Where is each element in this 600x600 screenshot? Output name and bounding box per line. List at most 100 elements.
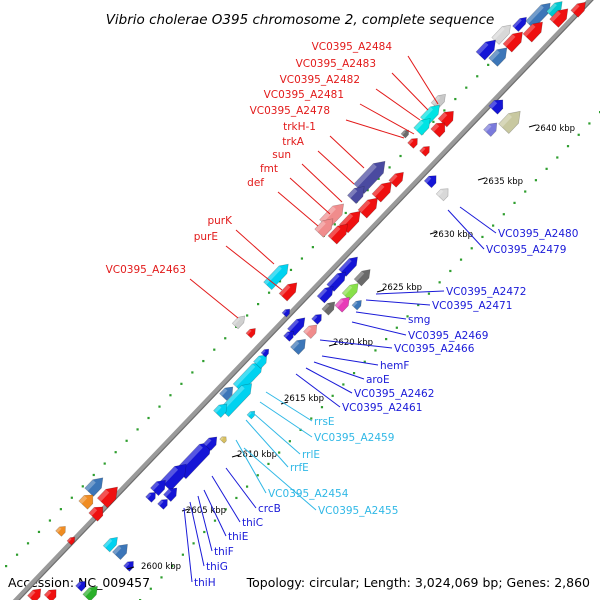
gene-arrow-shape — [419, 146, 430, 157]
upper-gene-12-leader — [189, 278, 239, 319]
gene-feature[interactable] — [419, 144, 433, 157]
gene-feature[interactable] — [55, 524, 69, 537]
gene-feature[interactable] — [219, 383, 237, 401]
gene-feature[interactable] — [546, 0, 566, 19]
ring-dot — [5, 565, 8, 568]
gene-feature[interactable] — [388, 169, 407, 188]
gene-feature[interactable] — [570, 0, 589, 18]
ring-dot — [388, 166, 391, 169]
gene-feature[interactable] — [246, 409, 257, 420]
gene-feature[interactable] — [102, 534, 121, 553]
lower-gene-3-label: VC0395_A2471 — [432, 300, 512, 312]
gene-feature[interactable] — [112, 540, 132, 561]
gene-feature[interactable] — [475, 36, 500, 61]
gene-feature[interactable] — [326, 269, 349, 292]
gene-feature[interactable] — [353, 266, 374, 287]
gene-arrow-shape — [283, 331, 294, 342]
gene-feature[interactable] — [502, 28, 527, 53]
gene-arrow-shape — [327, 223, 348, 245]
gene-feature[interactable] — [549, 5, 572, 28]
ring-dot — [235, 496, 238, 500]
svg-text:2620 kbp: 2620 kbp — [333, 338, 373, 348]
gene-feature[interactable] — [437, 107, 458, 128]
gene-feature[interactable] — [498, 106, 526, 134]
gene-feature[interactable] — [219, 435, 228, 444]
upper-gene-1-label: VC0395_A2483 — [296, 58, 376, 70]
gene-feature[interactable] — [290, 335, 310, 356]
upper-gene-10-leader — [235, 229, 275, 265]
gene-arrow-shape — [303, 324, 318, 339]
gene-feature[interactable] — [435, 185, 452, 202]
gene-arrow-shape — [512, 16, 527, 32]
gene-feature[interactable] — [287, 314, 308, 337]
gene-arrow-shine — [283, 331, 290, 338]
gene-feature[interactable] — [278, 279, 301, 302]
gene-arrow-shine — [476, 41, 489, 55]
lower-gene-1-leader — [447, 209, 485, 250]
gene-feature[interactable] — [263, 260, 293, 291]
gene-feature[interactable] — [66, 535, 77, 546]
gene-arrow-shine — [419, 146, 426, 153]
gene-arrow-shape — [430, 122, 446, 138]
gene-feature[interactable] — [491, 22, 514, 45]
gene-feature[interactable] — [407, 136, 421, 149]
gene-feature[interactable] — [371, 178, 396, 203]
gene-feature[interactable] — [213, 400, 231, 418]
gene-feature[interactable] — [488, 96, 507, 115]
gene-arrow-shine — [253, 356, 262, 365]
gene-feature[interactable] — [483, 119, 501, 137]
gene-feature[interactable] — [82, 583, 101, 600]
gene-feature[interactable] — [203, 433, 221, 451]
upper-gene-11-leader — [225, 245, 283, 291]
gene-feature[interactable] — [163, 484, 181, 502]
gene-feature[interactable] — [281, 307, 292, 318]
gene-feature[interactable] — [314, 215, 337, 238]
gene-feature[interactable] — [75, 579, 89, 592]
gene-feature[interactable] — [311, 312, 325, 325]
gene-feature[interactable] — [321, 299, 338, 316]
gene-feature[interactable] — [43, 586, 60, 600]
gene-feature[interactable] — [488, 44, 511, 67]
ring-dot — [257, 303, 260, 306]
gene-arrow-shape — [219, 386, 234, 401]
gene-feature[interactable] — [400, 128, 411, 139]
gene-feature[interactable] — [245, 326, 258, 339]
gene-feature[interactable] — [351, 298, 364, 311]
gene-feature[interactable] — [522, 18, 547, 43]
gene-arrow-shape — [88, 506, 104, 522]
gene-arrow-shape — [357, 197, 378, 219]
upper-gene-0-leader — [407, 55, 439, 105]
gene-feature[interactable] — [512, 14, 530, 32]
gene-feature[interactable] — [157, 497, 171, 510]
ring-dot — [245, 485, 249, 488]
gene-feature[interactable] — [347, 182, 368, 205]
gene-arrow-shape — [102, 536, 118, 553]
gene-feature[interactable] — [253, 351, 271, 369]
gene-feature[interactable] — [27, 585, 45, 600]
gene-feature[interactable] — [150, 476, 170, 497]
gene-feature[interactable] — [303, 321, 321, 339]
gene-feature[interactable] — [357, 194, 382, 219]
gene-arrow-shape — [326, 271, 346, 292]
gene-feature[interactable] — [316, 283, 337, 304]
gene-feature[interactable] — [231, 313, 247, 330]
gene-feature[interactable] — [260, 347, 271, 358]
gene-feature[interactable] — [145, 490, 159, 503]
ring-dot — [406, 315, 409, 318]
gene-arrow-shape — [522, 21, 543, 43]
upper-gene-3-leader — [359, 103, 415, 135]
gene-arrow-shine — [78, 495, 88, 504]
gene-feature[interactable] — [96, 482, 122, 509]
gene-feature[interactable] — [78, 491, 97, 510]
gene-feature[interactable] — [123, 559, 137, 572]
gene-feature[interactable] — [430, 119, 449, 138]
gene-arrow-shine — [317, 288, 328, 299]
gene-arrow-shine — [84, 479, 96, 492]
gene-arrow-shine — [503, 33, 516, 47]
gene-feature[interactable] — [334, 294, 353, 313]
gene-feature[interactable] — [413, 115, 434, 136]
gene-feature[interactable] — [283, 329, 297, 342]
gene-feature[interactable] — [327, 220, 352, 245]
gene-feature[interactable] — [423, 172, 440, 189]
gene-feature[interactable] — [88, 503, 107, 522]
